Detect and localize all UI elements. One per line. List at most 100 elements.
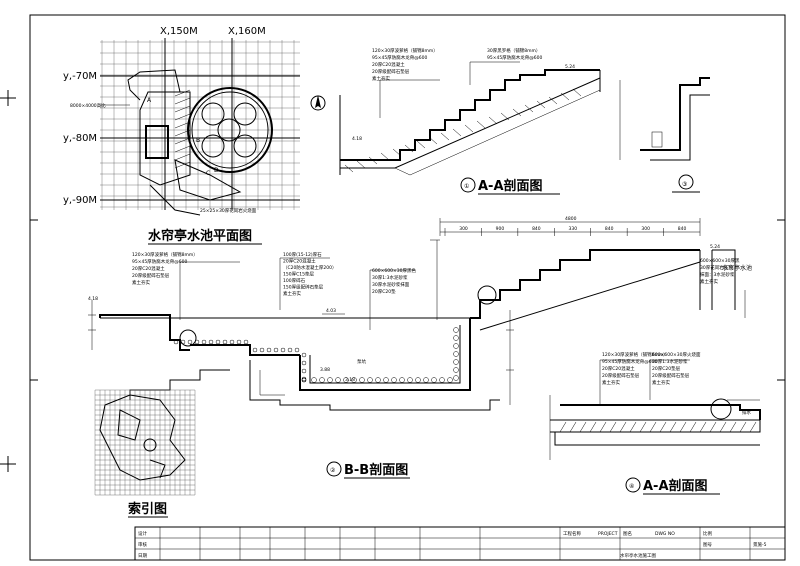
stone (453, 359, 459, 365)
hatch-line (174, 161, 191, 169)
stone (335, 377, 341, 383)
plan-note-bottom: 25×25×30厚花岗岩火烧面 (200, 207, 257, 214)
aa-hatch (344, 88, 582, 173)
note-line: 95×45厚防腐木龙骨@600 (372, 54, 427, 61)
bb-elev-left: 4.18 (88, 296, 98, 302)
stone (453, 351, 459, 357)
note-line: 20厚级配碎石垫层 (602, 372, 640, 379)
hatch-line (679, 421, 687, 433)
aa4-notes-right: 600×600×30厚火烧面30厚1:3水泥砂浆20厚C20垫层20厚级配碎石垫… (652, 351, 701, 386)
dim-segment: 840 (678, 226, 687, 232)
note-line: 30厚1:3水泥砂浆 (372, 274, 408, 281)
hatch-line (699, 421, 707, 433)
hatch-line (536, 100, 546, 109)
hatch-line (560, 92, 570, 101)
aa4-drain-note: 排水 (742, 409, 751, 416)
hatch-line (356, 160, 366, 169)
hatch-line (579, 421, 587, 433)
note-line: 20厚级配碎石垫层 (652, 372, 690, 379)
stone (236, 339, 242, 345)
tb-date-label: 日期 (138, 553, 147, 559)
plan-y-label-1: y,-70M (63, 71, 97, 82)
note-line: 20厚C20混凝土 (132, 265, 165, 272)
stone (359, 377, 365, 383)
stone (453, 327, 459, 333)
dim-segment: 300 (459, 226, 468, 232)
aa4-notes-left: 120×30厚波萝格（铺锦8mm）95×45厚防腐木龙骨@60020厚C20混凝… (602, 351, 668, 386)
section-aa-4: 排水 120×30厚波萝格（铺锦8mm）95×45厚防腐木龙骨@60020厚C2… (549, 258, 761, 495)
hatch-line (749, 421, 757, 433)
hatch-line (488, 116, 498, 125)
hatch-line (639, 421, 647, 433)
hatch-line (729, 421, 737, 433)
deck-hatch (174, 89, 191, 169)
stone (301, 377, 307, 383)
stone (229, 339, 235, 345)
hatch-line (559, 421, 567, 433)
detail-3: ③ (619, 77, 710, 193)
note-line: 150厚C15垫层 (283, 271, 314, 278)
note-line: （C20防水混凝土厚200） (283, 264, 336, 271)
stone (201, 339, 207, 345)
hatch-line (416, 140, 426, 149)
stone (215, 339, 221, 345)
note-line: 600×600×30厚火烧面 (652, 351, 701, 358)
aa4-hatch (559, 421, 757, 433)
hatch-line (174, 113, 191, 121)
hatch-line (524, 104, 534, 113)
note-line: 20厚级配碎石垫层 (132, 272, 170, 279)
stone (222, 339, 228, 345)
stone (367, 377, 373, 383)
hatch-line (440, 132, 450, 141)
title-block: 设计 审核 日期 工程名称 PROJECT 图名 DWG NO 比例 图号 水帘… (134, 526, 786, 561)
stone (301, 360, 307, 366)
stone (187, 339, 193, 345)
detail3-num: ③ (682, 181, 687, 188)
note-line: 素土夯实 (372, 75, 390, 82)
hatch-line (428, 136, 438, 145)
stone (391, 377, 397, 383)
hatch-line (174, 153, 191, 161)
stone (383, 377, 389, 383)
tb-drawing-name: 水帘亭水池施工图 (620, 552, 656, 559)
tb-sheet-label: 图号 (703, 542, 712, 548)
bb-num: ② (330, 467, 336, 474)
stone (415, 377, 421, 383)
stone (294, 347, 300, 353)
stone (327, 377, 333, 383)
note-line: 20厚C20混凝土 (372, 61, 405, 68)
note-line: 95×45厚防腐木龙骨@600 (602, 358, 657, 365)
note-line: 20厚C20垫层 (652, 365, 681, 372)
bb-detail-callout (477, 285, 497, 305)
note-line: 600×600×30厚黑色 (372, 267, 416, 274)
bb-title: B-B剖面图 (344, 462, 408, 478)
stone (252, 347, 258, 353)
hatch-line (719, 421, 727, 433)
note-line: 95×45厚防腐木龙骨@600 (132, 258, 187, 265)
stone (453, 367, 459, 373)
note-line: 20厚C20垫 (372, 288, 396, 295)
tb-check-label: 审核 (138, 541, 147, 548)
note-line: 100厚碎石 (283, 277, 306, 284)
detail3-circle (678, 174, 694, 190)
marker-c: C (206, 170, 210, 177)
note-line: 20厚C20混凝土 (602, 365, 635, 372)
dim-segment: 840 (605, 226, 614, 232)
note-line: 素土夯实 (652, 379, 670, 386)
marker-b: B (196, 137, 200, 144)
dim-segment: 900 (496, 226, 505, 232)
bb-elev-inner: 3.18 (345, 377, 355, 383)
stone (319, 377, 325, 383)
stone (301, 376, 307, 382)
note-line: 120×30厚波萝格（铺锦8mm） (372, 47, 438, 54)
hatch-line (629, 421, 637, 433)
index-title: 索引图 (128, 501, 167, 517)
hatch-line (464, 124, 474, 133)
hatch-line (174, 137, 191, 145)
tb-proj-no: DWG NO (655, 531, 675, 537)
plan-grid (100, 40, 300, 210)
stone (287, 347, 293, 353)
hatch-line (380, 152, 390, 161)
bb-title-circle (326, 461, 342, 477)
